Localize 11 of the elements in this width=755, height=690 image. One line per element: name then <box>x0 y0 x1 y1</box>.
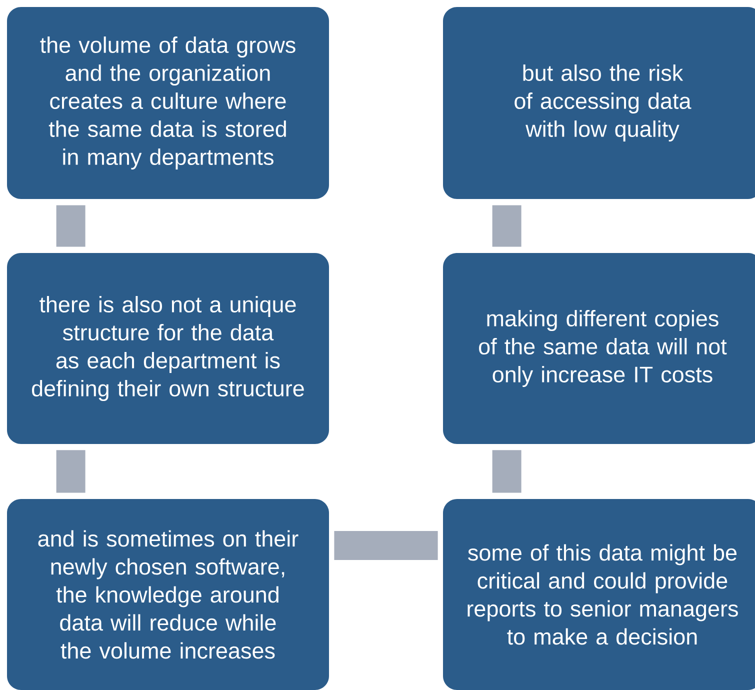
process-box: but also the risk of accessing data with low quality <box>443 7 755 199</box>
connector-bar <box>492 205 522 247</box>
process-box: some of this data might be critical and could provide reports to senior managers to make a decision <box>443 498 755 690</box>
connector-bar <box>334 530 438 560</box>
connector-bar <box>56 205 86 247</box>
process-box: there is also not a unique structure for the data as each department is defining their own structure <box>7 252 329 444</box>
process-box: the volume of data grows and the organization creates a culture where the same data is stored in many departments <box>7 7 329 199</box>
process-box: and is sometimes on their newly chosen software, the knowledge around data will reduce while the volume increases <box>7 498 329 690</box>
connector-bar <box>56 450 86 493</box>
connector-bar <box>492 450 522 493</box>
process-box: making different copies of the same data will not only increase IT costs <box>443 252 755 444</box>
